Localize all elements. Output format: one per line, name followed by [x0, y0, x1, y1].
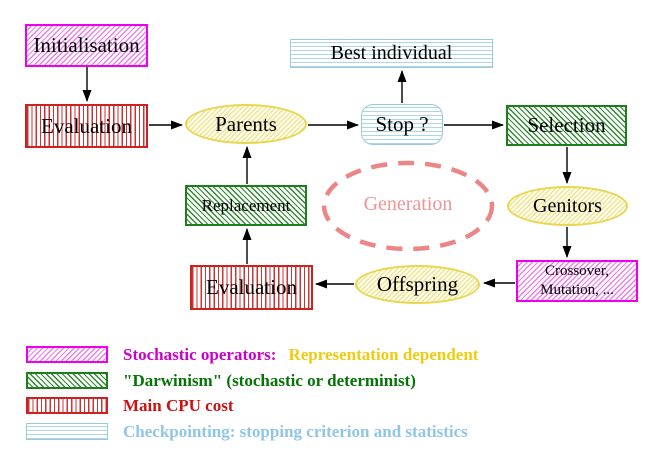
node-evaluation-bottom: Evaluation [190, 265, 313, 310]
legend-label-stochastic-operators: Stochastic operators: Representation depe… [123, 345, 478, 364]
legend-swatch-stochastic-operators [26, 346, 108, 363]
node-crossover-mutation: Crossover, Mutation, ... [516, 260, 638, 302]
node-initialisation: Initialisation [25, 24, 148, 67]
legend-swatch-checkpointing [26, 423, 108, 440]
crossover-line-2: Mutation, ... [540, 282, 614, 298]
node-replacement: Replacement [185, 185, 307, 226]
legend-label-checkpointing: Checkpointing: stopping criterion and st… [123, 422, 468, 441]
node-best-individual: Best individual [290, 39, 493, 68]
node-genitors: Genitors [507, 186, 628, 226]
legend-swatch-darwinism [26, 372, 108, 389]
node-selection: Selection [506, 105, 627, 146]
crossover-line-1: Crossover, [545, 263, 609, 280]
legend-swatch-cpu-cost [26, 397, 108, 414]
node-offspring: Offspring [355, 265, 480, 304]
generation-label: Generation [363, 193, 453, 215]
node-evaluation-top: Evaluation [25, 104, 148, 148]
node-parents: Parents [185, 104, 307, 144]
legend-label-cpu-cost: Main CPU cost [123, 396, 234, 415]
legend-text-stochastic: Stochastic operators: [123, 345, 277, 364]
legend-text-representation: Representation dependent [288, 345, 479, 364]
node-stop: Stop ? [361, 104, 443, 145]
legend-label-darwinism: "Darwinism" (stochastic or determinist) [123, 371, 416, 390]
